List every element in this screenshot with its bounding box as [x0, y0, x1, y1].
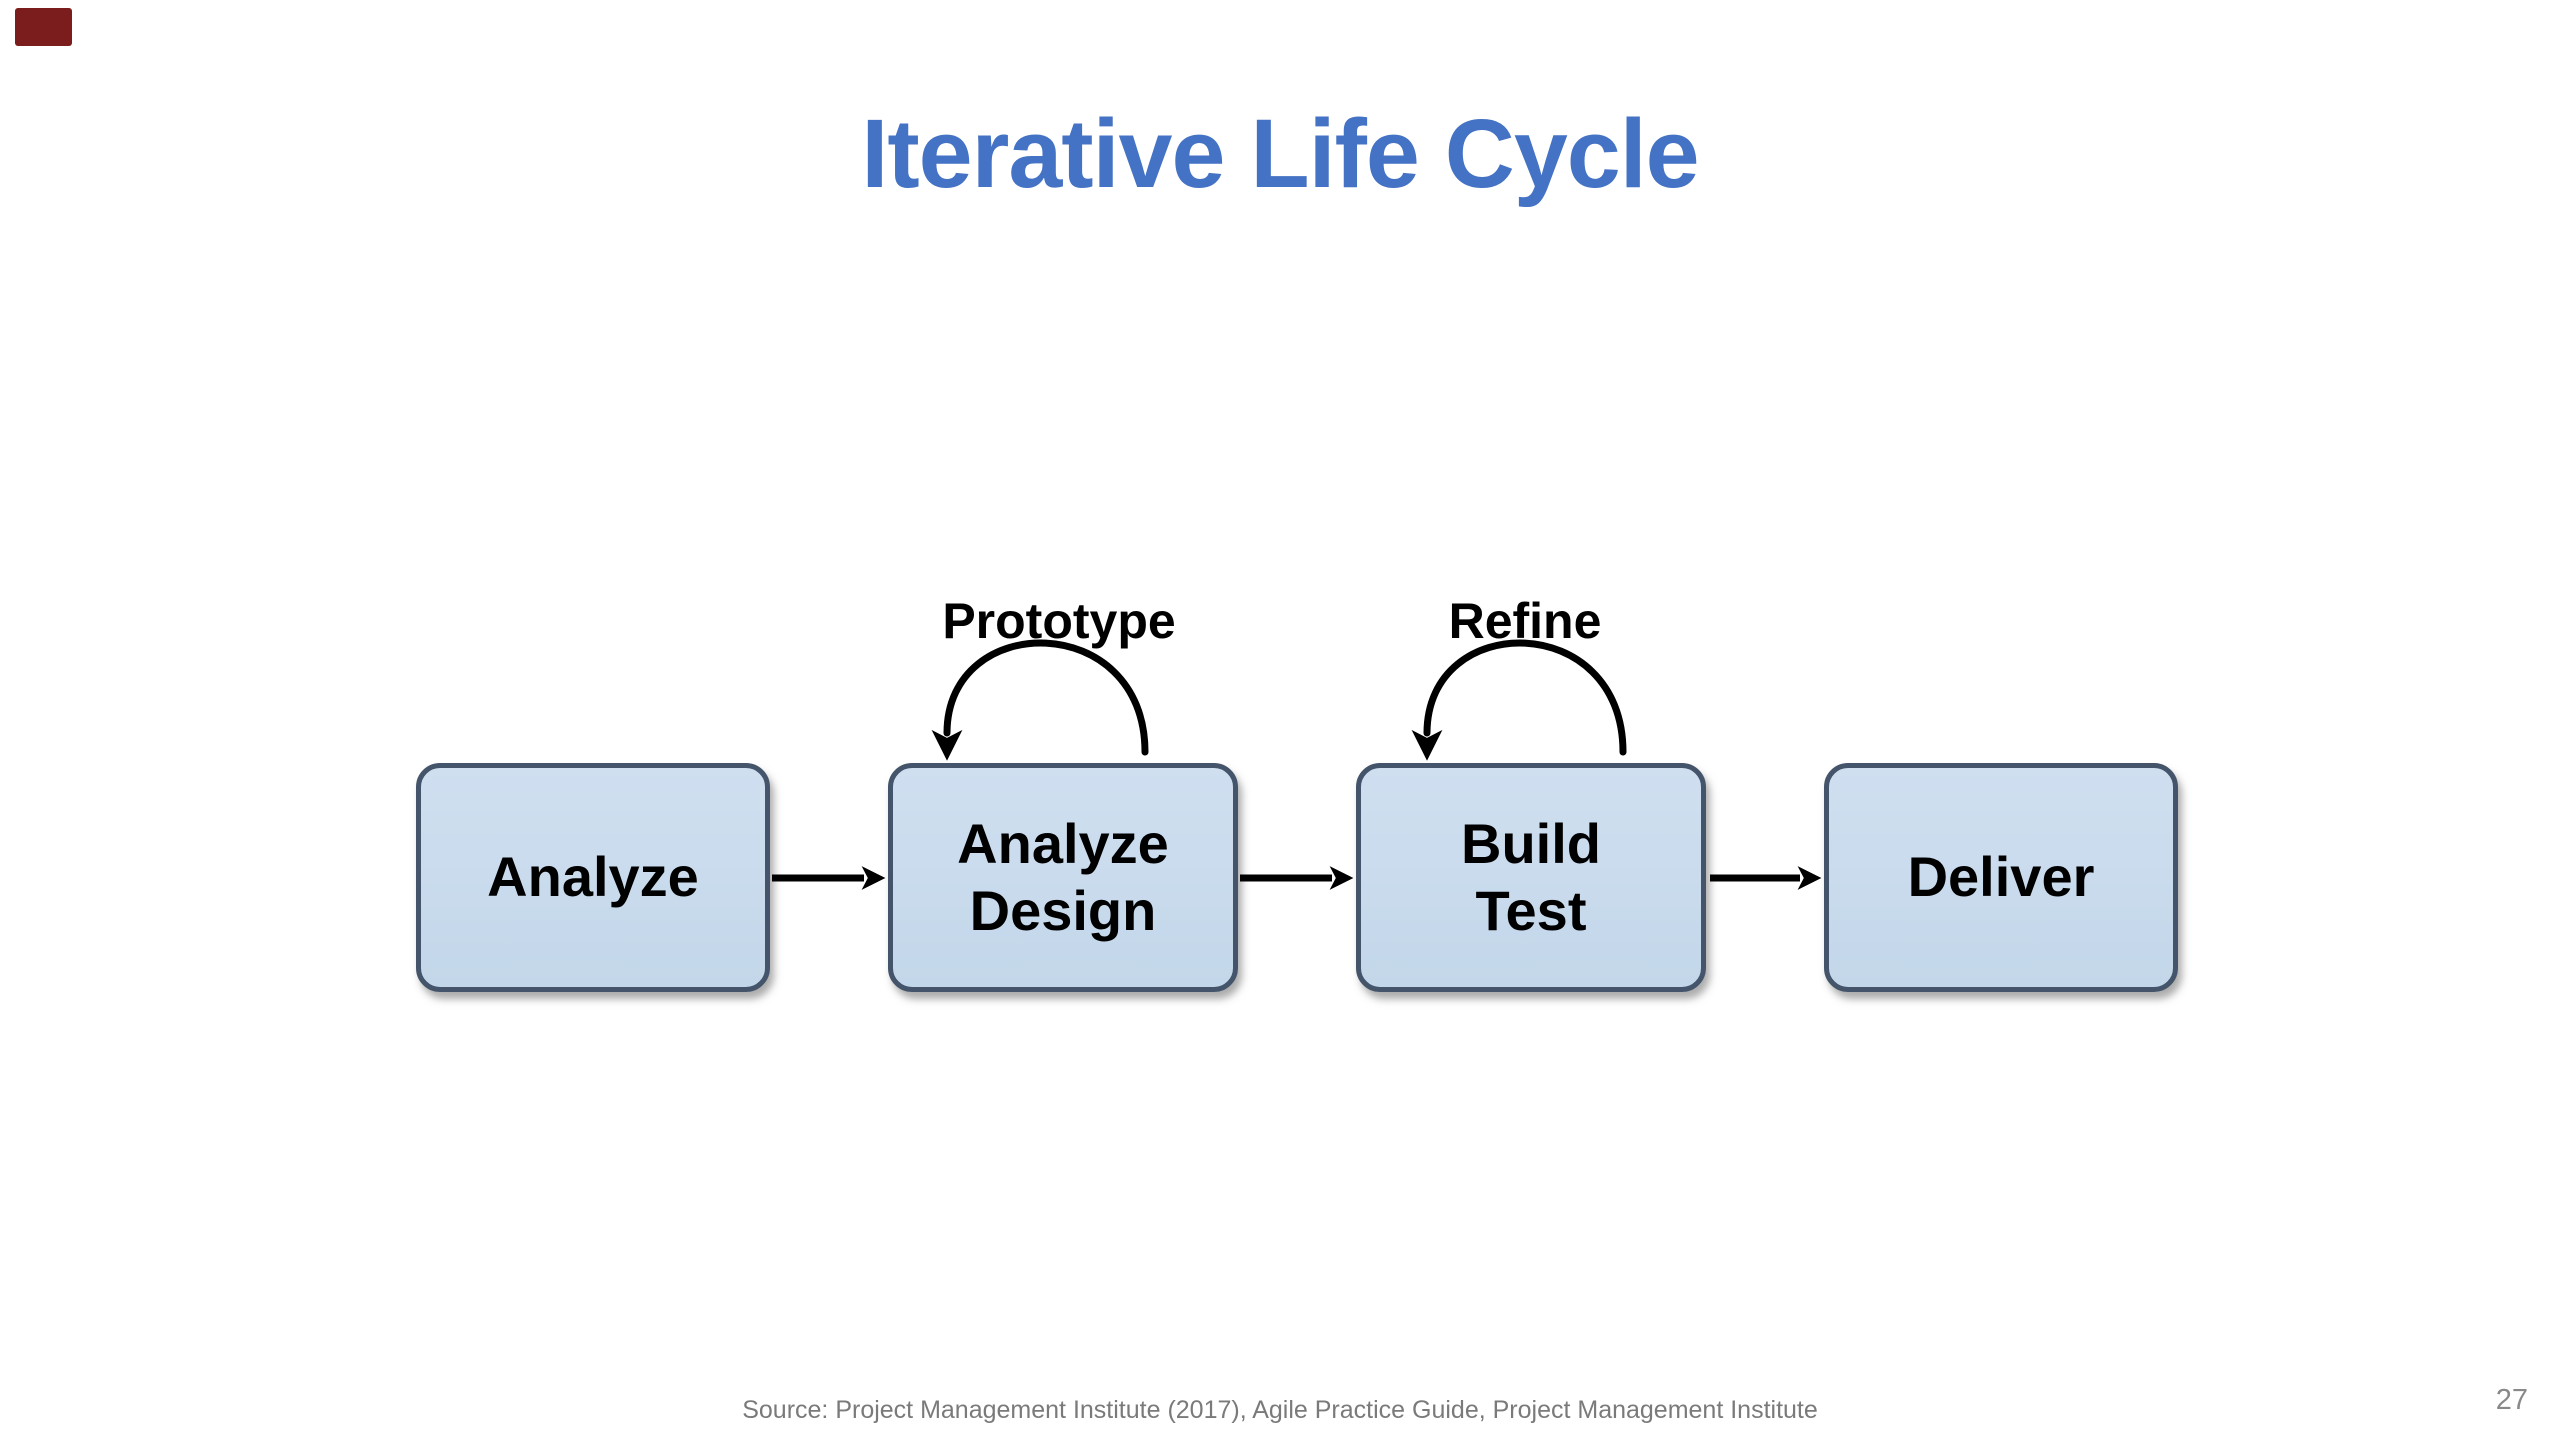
node-deliver: Deliver	[1824, 763, 2178, 992]
loop-arrow-prototype	[931, 639, 1149, 761]
node-label: Build Test	[1461, 812, 1601, 942]
page-number: 27	[2495, 1384, 2528, 1416]
loop-label-refine: Refine	[1448, 593, 1602, 649]
node-analyze-design: Analyze Design	[888, 763, 1238, 992]
node-build-test: Build Test	[1356, 763, 1706, 992]
node-label: Deliver	[1907, 845, 2095, 909]
corner-red-marker	[15, 8, 72, 46]
slide-title: Iterative Life Cycle	[861, 99, 1699, 208]
source-citation: Source: Project Management Institute (20…	[742, 1396, 1818, 1424]
node-label: Analyze	[487, 845, 699, 909]
loop-arrow-refine	[1411, 639, 1627, 761]
loop-label-prototype: Prototype	[942, 593, 1176, 649]
node-label: Analyze Design	[957, 812, 1169, 942]
node-analyze: Analyze	[416, 763, 770, 992]
